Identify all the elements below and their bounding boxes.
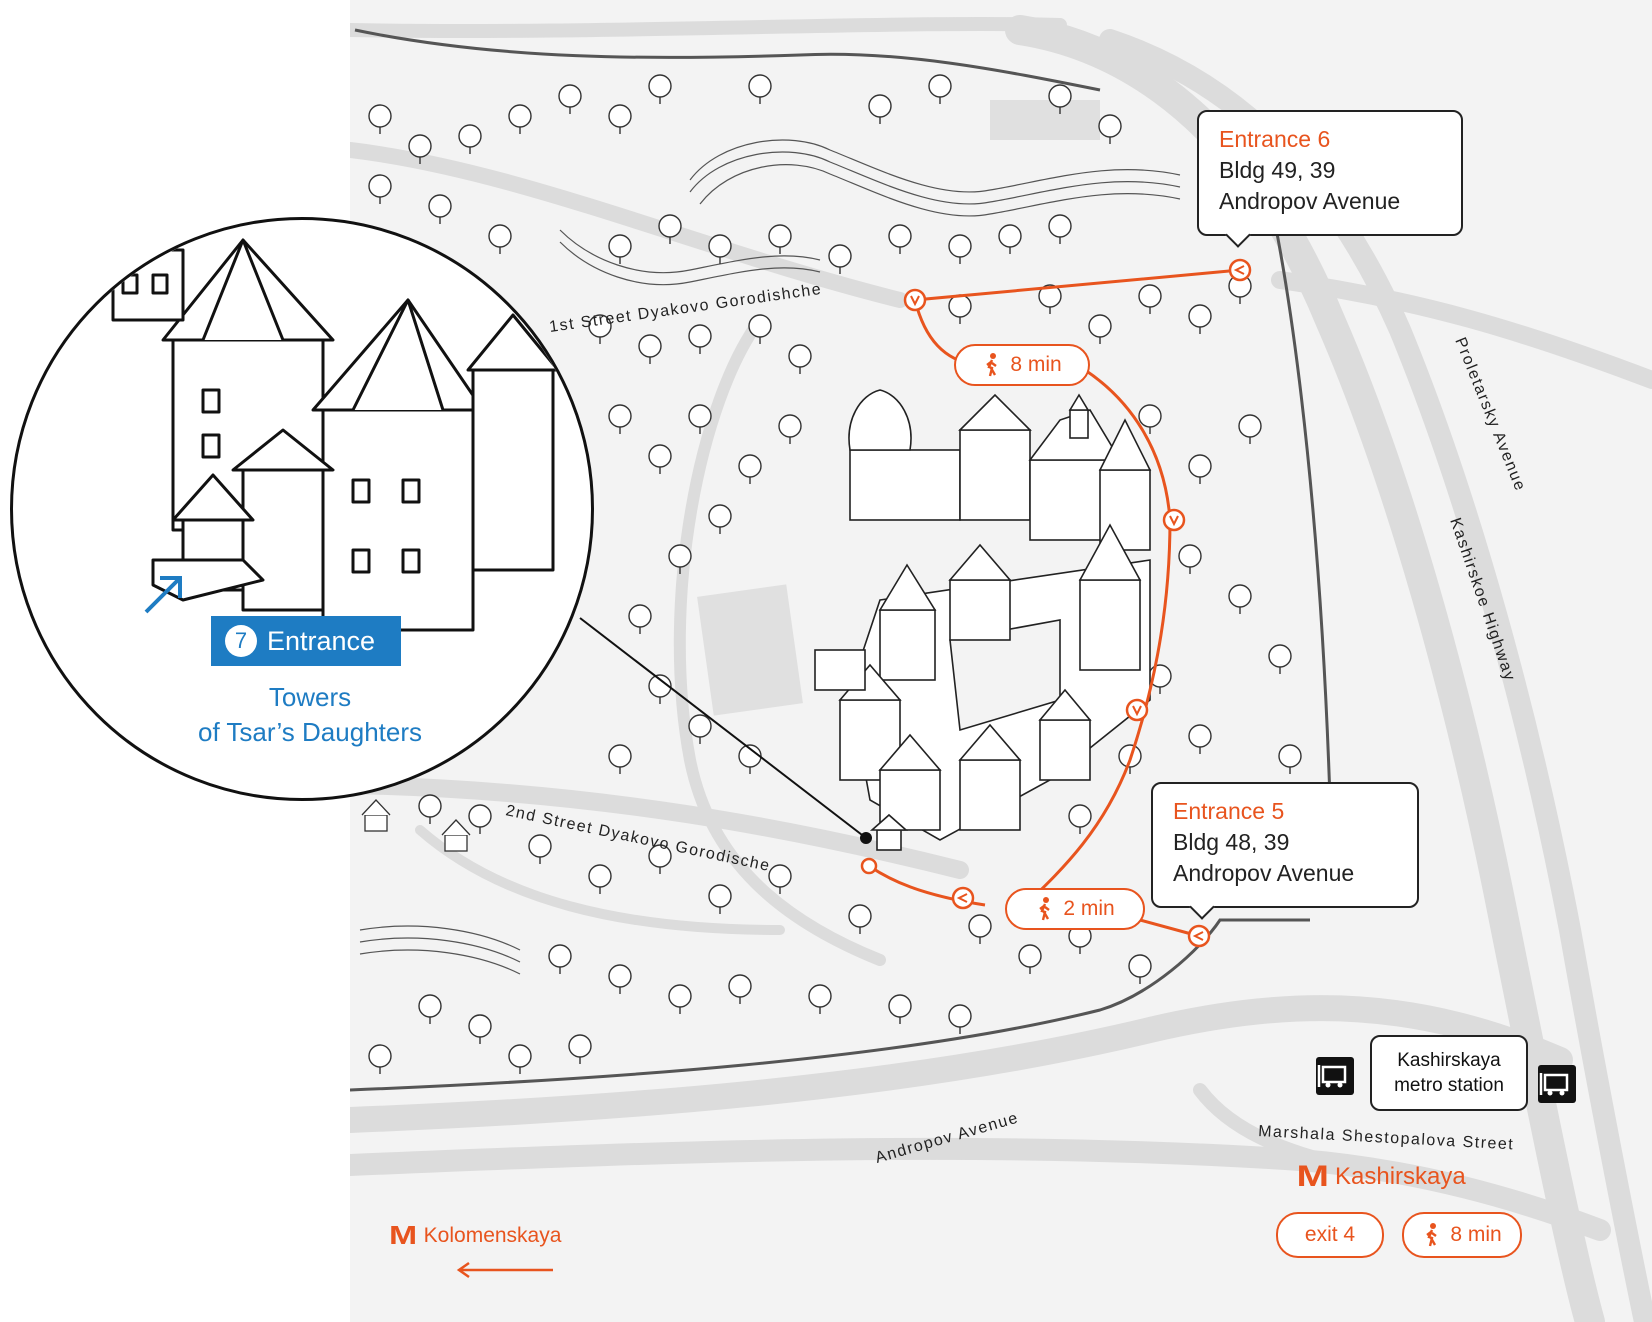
walk-time-north: 8 min: [954, 344, 1090, 386]
inset-anchor-dot: [860, 832, 872, 844]
metro-kashirskaya[interactable]: M Kashirskaya: [1296, 1160, 1466, 1194]
route-arrow-icon: [1125, 698, 1149, 722]
bus-stop-popup[interactable]: Kashirskaya metro station: [1370, 1035, 1528, 1111]
bus-stop-line2: metro station: [1394, 1075, 1504, 1096]
route-markers: [860, 258, 1252, 948]
metro-walk-pill: 8 min: [1402, 1212, 1522, 1258]
entrance-7-badge[interactable]: 7 Entrance: [211, 616, 401, 666]
entrance-6-building: Bldg 49, 39: [1219, 157, 1336, 183]
street-label-1st: 1st Street Dyakovo Gorodishche: [548, 281, 823, 336]
bus-stop-icon: [1316, 1057, 1354, 1095]
metro-icon: M: [1296, 1160, 1329, 1193]
walking-person-icon: [1039, 897, 1051, 921]
entrance-6-street: Andropov Avenue: [1219, 188, 1401, 214]
metro-kolomenskaya-name: Kolomenskaya: [423, 1223, 562, 1247]
parking-lot: [697, 584, 803, 716]
entrance-6-title: Entrance 6: [1219, 126, 1331, 152]
entrance-5-street: Andropov Avenue: [1173, 860, 1355, 886]
map-canvas: 1st Street Dyakovo Gorodishche 2nd Stree…: [350, 15, 1652, 1322]
parking-lot-north: [990, 100, 1100, 140]
metro-kolomenskaya[interactable]: M Kolomenskaya: [389, 1220, 562, 1251]
metro-icon: M: [389, 1220, 417, 1250]
entrance-number: 7: [225, 625, 257, 657]
inset-caption-line2: of Tsar’s Daughters: [197, 717, 422, 747]
route-arrow-icon: [951, 886, 975, 910]
walking-person-icon: [986, 353, 998, 377]
palace-illustration: [814, 389, 1152, 851]
small-houses: [361, 799, 471, 852]
entrance-6-popup[interactable]: Entrance 6 Bldg 49, 39 Andropov Avenue: [1197, 110, 1463, 248]
entrance-5-title: Entrance 5: [1173, 798, 1285, 824]
zoom-inset: [10, 217, 594, 801]
bus-stop-icon: [1538, 1065, 1576, 1103]
inset-caption-line1: Towers: [268, 682, 352, 712]
towers-illustration: [111, 238, 560, 632]
walking-person-icon: [1426, 1223, 1438, 1247]
start-point-icon: [860, 857, 878, 875]
metro-kashirskaya-name: Kashirskaya: [1335, 1163, 1466, 1190]
entrance-label: Entrance: [267, 625, 376, 656]
inset-leader-line: [579, 617, 867, 839]
ravine-terraces: [359, 139, 1181, 975]
route-arrow-icon: [1228, 258, 1252, 282]
route-arrow-icon: [903, 288, 927, 312]
route-arrow-icon: [1162, 508, 1186, 532]
bus-stop-line1: Kashirskaya: [1397, 1050, 1501, 1071]
inset-caption: Towers of Tsar’s Daughters: [160, 680, 460, 750]
arrow-left-icon: [455, 1260, 555, 1285]
walk-time-south: 2 min: [1005, 888, 1145, 930]
route-arrow-icon: [1187, 924, 1211, 948]
entrance-5-popup[interactable]: Entrance 5 Bldg 48, 39 Andropov Avenue: [1151, 782, 1419, 920]
metro-exit-pill: exit 4: [1276, 1212, 1384, 1258]
inset-arrow-icon: [140, 568, 190, 623]
entrance-5-building: Bldg 48, 39: [1173, 829, 1290, 855]
